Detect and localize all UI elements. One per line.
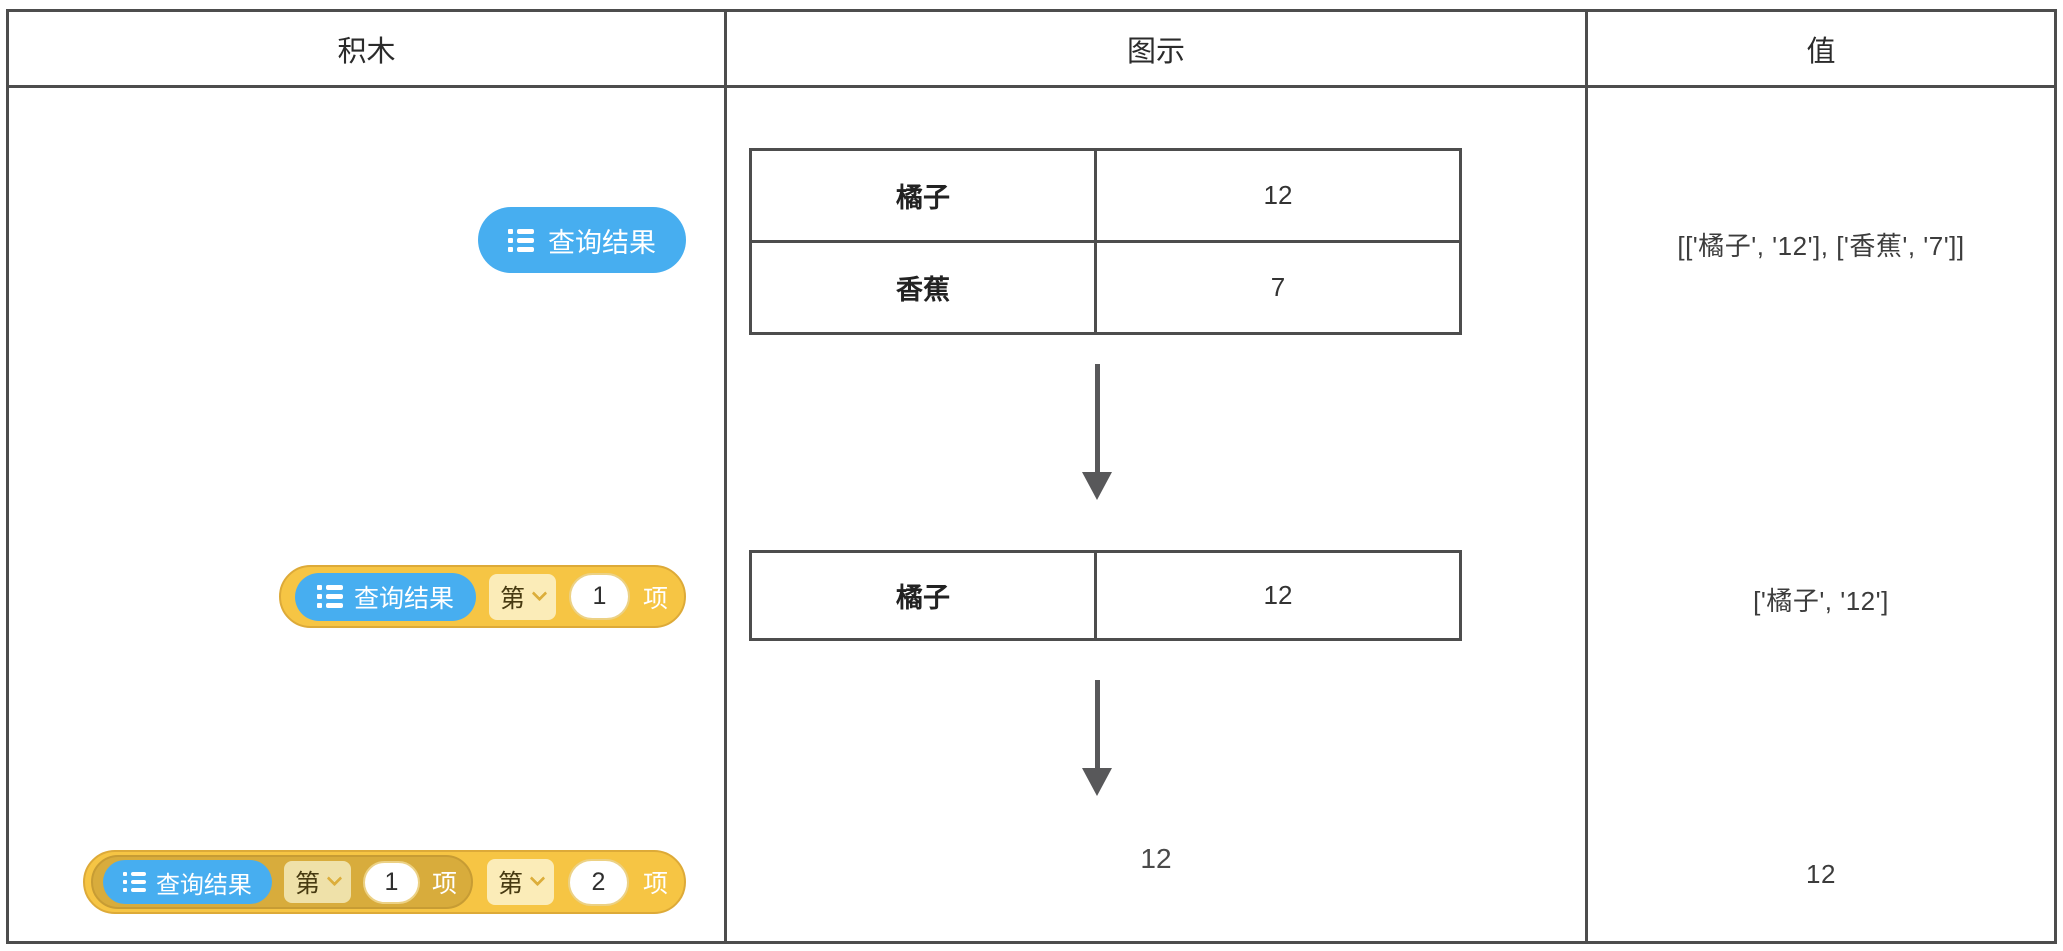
ordinal-dropdown[interactable]: 第: [488, 573, 556, 620]
chevron-down-icon: [529, 870, 546, 887]
query-result-block[interactable]: 查询结果: [102, 860, 272, 904]
list-icon: [508, 228, 534, 252]
blocks-column: 查询结果 查询结果 第 1 项: [9, 88, 724, 941]
value-column: [['橘子', '12'], ['香蕉', '7']] ['橘子', '12']…: [1588, 88, 2054, 941]
chevron-down-icon: [326, 870, 343, 887]
value-row-1: [['橘子', '12'], ['香蕉', '7']]: [1677, 231, 1965, 261]
index-input[interactable]: 1: [568, 573, 630, 620]
list-icon: [316, 585, 343, 608]
ordinal-label: 第: [499, 584, 525, 613]
list-table-full: 橘子 12 香蕉 7: [749, 148, 1462, 335]
column-header-value: 值: [1588, 12, 2054, 88]
column-header-diagram: 图示: [724, 12, 1588, 88]
item-suffix-label: 项: [431, 870, 457, 898]
item-name-cell: 橘子: [896, 583, 950, 613]
query-result-label: 查询结果: [548, 227, 656, 258]
table-row: 香蕉 7: [752, 240, 1459, 332]
ordinal-dropdown[interactable]: 第: [486, 859, 554, 905]
ordinal-label: 第: [294, 870, 320, 898]
diagram-column: 橘子 12 香蕉 7 橘子 12 12: [724, 88, 1588, 941]
index-input[interactable]: 2: [567, 858, 629, 906]
item-of-list-block[interactable]: 查询结果 第 1 项: [278, 565, 686, 628]
query-result-label: 查询结果: [155, 871, 252, 899]
table-row: 橘子 12: [752, 553, 1459, 638]
item-suffix-label: 项: [642, 584, 668, 613]
query-result-block[interactable]: 查询结果: [478, 207, 686, 273]
list-icon: [122, 872, 146, 892]
ordinal-label: 第: [497, 870, 523, 898]
item-name-cell: 橘子: [896, 183, 950, 213]
query-result-label: 查询结果: [353, 584, 454, 613]
blocks-reference-table: 积木 图示 值 查询结果 查询结果 第: [6, 9, 2057, 944]
nested-item-of-list-block[interactable]: 查询结果 第 1 项 第 2 项: [82, 850, 686, 914]
column-header-blocks: 积木: [9, 12, 724, 88]
value-row-3: 12: [1806, 859, 1836, 889]
item-name-cell: 香蕉: [896, 275, 950, 305]
down-arrow-icon: [1079, 680, 1115, 796]
item-value-cell: 12: [1094, 553, 1459, 638]
down-arrow-icon: [1079, 364, 1115, 500]
diagram-result-value: 12: [1140, 843, 1172, 874]
item-suffix-label: 项: [642, 870, 668, 898]
list-table-row: 橘子 12: [749, 550, 1462, 641]
query-result-block[interactable]: 查询结果: [294, 572, 476, 621]
item-value-cell: 12: [1094, 151, 1459, 240]
index-input[interactable]: 1: [362, 860, 420, 904]
item-value-cell: 7: [1094, 243, 1459, 332]
value-row-2: ['橘子', '12']: [1753, 586, 1889, 616]
ordinal-dropdown[interactable]: 第: [283, 861, 351, 903]
chevron-down-icon: [531, 585, 548, 601]
inner-item-of-list-block[interactable]: 查询结果 第 1 项: [90, 855, 473, 909]
table-row: 橘子 12: [752, 151, 1459, 240]
